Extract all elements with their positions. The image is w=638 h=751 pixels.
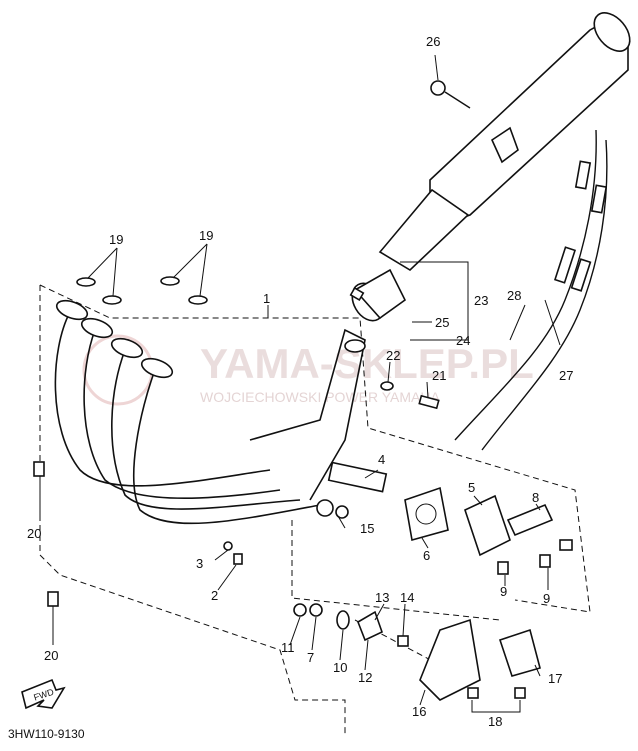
- callout-17: 17: [548, 671, 562, 686]
- callout-19b: 19: [199, 228, 213, 243]
- callout-28: 28: [507, 288, 521, 303]
- callout-6: 6: [423, 548, 430, 563]
- exhaust-headers: [54, 299, 366, 525]
- callout-5: 5: [468, 480, 475, 495]
- callout-15: 15: [360, 521, 374, 536]
- callout-8: 8: [532, 490, 539, 505]
- callout-19a: 19: [109, 232, 123, 247]
- callout-12: 12: [358, 670, 372, 685]
- callout-22: 22: [386, 348, 400, 363]
- watermark-subtitle: WOJCIECHOWSKI POWER YAMAHA: [200, 389, 440, 405]
- callout-13: 13: [375, 590, 389, 605]
- throttle-cables: [454, 129, 608, 451]
- callout-20a: 20: [27, 526, 41, 541]
- callout-16: 16: [412, 704, 426, 719]
- callout-27: 27: [559, 368, 573, 383]
- callout-21: 21: [432, 368, 446, 383]
- watermark: YAMA-SKLEP.PL WOJCIECHOWSKI POWER YAMAHA: [82, 334, 534, 406]
- callout-25: 25: [435, 315, 449, 330]
- assembly-outlines: [39, 284, 591, 735]
- callout-3: 3: [196, 556, 203, 571]
- callout-23: 23: [474, 293, 488, 308]
- callout-9a: 9: [500, 584, 507, 599]
- callout-11: 11: [281, 640, 295, 655]
- callout-7: 7: [307, 650, 314, 665]
- callout-26: 26: [426, 34, 440, 49]
- watermark-title: YAMA-SKLEP.PL: [200, 340, 534, 387]
- callout-9b: 9: [543, 591, 550, 606]
- callout-labels: 1 2 3 4 5 6 7 8 9 9 10 11 12 13 14 15 16…: [27, 34, 573, 729]
- muffler: [351, 12, 631, 322]
- fwd-arrow: FWD: [21, 678, 66, 710]
- callout-18: 18: [488, 714, 502, 729]
- callout-24: 24: [456, 333, 470, 348]
- callout-10: 10: [333, 660, 347, 675]
- diagram-code: 3HW110-9130: [8, 727, 85, 741]
- callout-1: 1: [263, 291, 270, 306]
- leader-lines: [39, 54, 561, 713]
- callout-20b: 20: [44, 648, 58, 663]
- callout-2: 2: [211, 588, 218, 603]
- callout-14: 14: [400, 590, 414, 605]
- callout-4: 4: [378, 452, 385, 467]
